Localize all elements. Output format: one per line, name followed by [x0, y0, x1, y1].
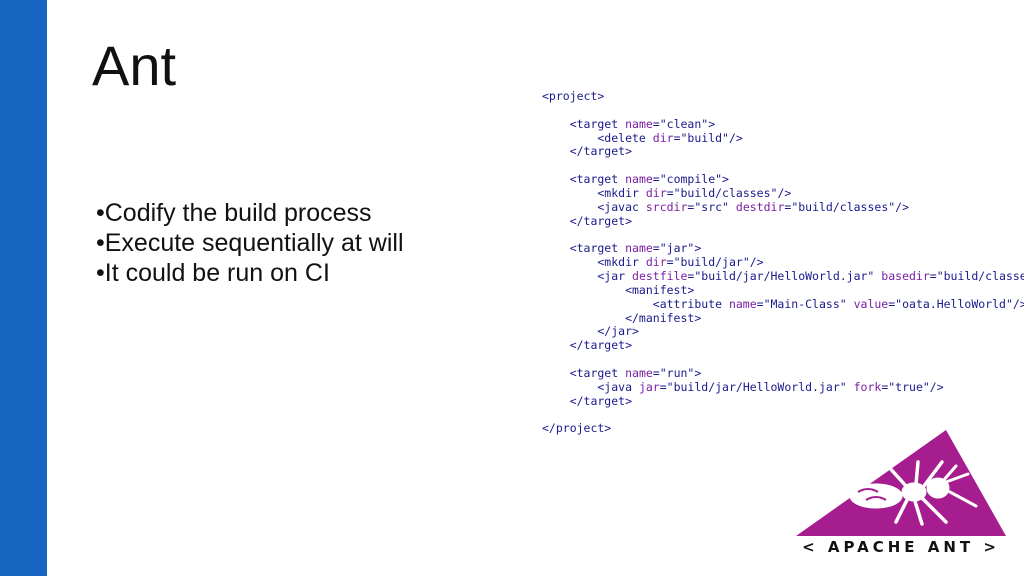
ant-triangle-icon [796, 430, 1006, 536]
code-line: <attribute name="Main-Class" value="oata… [542, 296, 1024, 311]
code-line: <javac srcdir="src" destdir="build/class… [542, 199, 910, 214]
slide-title: Ant [92, 34, 177, 97]
code-line: <target name="run"> [542, 365, 702, 380]
side-accent-bar [0, 0, 47, 576]
code-line: <mkdir dir="build/classes"/> [542, 185, 792, 200]
code-line: <mkdir dir="build/jar"/> [542, 255, 764, 270]
apache-ant-logo: < APACHE ANT > [796, 426, 1006, 562]
code-line: </project> [542, 421, 612, 436]
bullet-item: •Codify the build process [96, 199, 372, 227]
code-line: <java jar="build/jar/HelloWorld.jar" for… [542, 379, 944, 394]
code-line: <target name="jar"> [542, 241, 702, 256]
code-line: </manifest> [625, 310, 702, 325]
code-line: <manifest> [625, 282, 695, 297]
code-line: </target> [569, 213, 633, 228]
bullet-item: •It could be run on CI [96, 259, 330, 287]
code-line: <delete dir="build"/> [542, 130, 743, 145]
code-line: <project> [542, 89, 605, 103]
code-line: <target name="clean"> [542, 116, 716, 131]
code-line: </jar> [597, 324, 639, 339]
code-line: </target> [569, 144, 633, 159]
code-line: </target> [569, 338, 633, 353]
bullet-item: •Execute sequentially at will [96, 229, 404, 257]
logo-text: < APACHE ANT > [802, 538, 1000, 556]
bullet-list: •Codify the build process •Execute seque… [96, 198, 404, 288]
code-line: <target name="compile"> [542, 172, 729, 187]
code-line: </target> [569, 393, 633, 408]
code-block: <project> <target name="clean"> <delete … [542, 89, 1024, 436]
code-line: <jar destfile="build/jar/HelloWorld.jar"… [542, 268, 1024, 283]
